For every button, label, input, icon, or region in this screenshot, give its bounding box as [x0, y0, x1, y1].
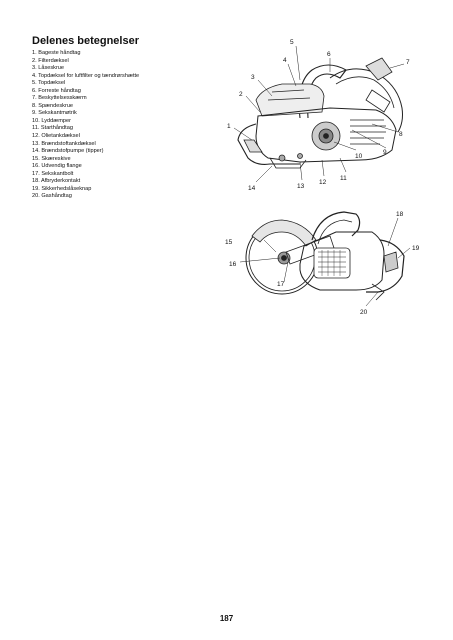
parts-list-item: 2. Filterdæksel — [32, 57, 69, 64]
callout-2: 2 — [239, 91, 243, 98]
callout-6: 6 — [327, 51, 331, 58]
callout-15: 15 — [225, 239, 233, 246]
callout-17: 17 — [277, 281, 285, 288]
cutter-top-illustration — [233, 45, 405, 183]
page-heading: Delenes betegnelser — [32, 35, 139, 47]
callout-4: 4 — [283, 57, 287, 64]
callout-12: 12 — [319, 179, 327, 186]
callout-labels: 1 2 3 4 5 6 7 8 9 10 11 12 13 14 15 16 1… — [225, 39, 420, 316]
parts-list-item: 12. Olietankdæksel — [32, 133, 80, 140]
callout-11: 11 — [340, 175, 347, 182]
callout-19: 19 — [412, 245, 420, 252]
callout-16: 16 — [229, 261, 237, 268]
parts-list-item: 4. Topdæksel for luftfilter og tændrørsh… — [32, 72, 140, 79]
parts-list-item: 11. Starthåndtag — [32, 125, 73, 132]
parts-list: 1. Bageste håndtag 2. Filterdæksel 3. Lå… — [32, 50, 232, 201]
page-number: 187 — [219, 614, 234, 623]
parts-list-item: 10. Lyddæmper — [32, 117, 71, 124]
parts-list-item: 16. Udvendig flange — [32, 163, 82, 170]
parts-list-item: 18. Afbryderkontakt — [32, 178, 81, 185]
callout-3: 3 — [251, 74, 255, 81]
callout-1: 1 — [227, 123, 231, 130]
callout-10: 10 — [355, 153, 363, 160]
parts-list-item: 8. Spændeskrue — [32, 102, 74, 109]
callout-7: 7 — [406, 59, 410, 66]
parts-list-item: 17. Sekskantbolt — [32, 170, 74, 177]
callout-18: 18 — [396, 211, 404, 218]
parts-list-item: 6. Forreste håndtag — [32, 87, 81, 94]
parts-list-item: 13. Brændstoftankdæksel — [32, 140, 96, 147]
callout-5: 5 — [290, 39, 294, 46]
cutter-bottom-illustration — [239, 211, 411, 307]
parts-list-item: 19. Sikkerhedslåseknap — [32, 185, 92, 192]
parts-list-item: 1. Bageste håndtag — [32, 50, 81, 56]
callout-20: 20 — [360, 309, 368, 316]
parts-list-item: 14. Brændstofpumpe (tipper) — [32, 148, 104, 155]
parts-list-item: 20. Gashåndtag — [32, 193, 72, 200]
parts-list-item: 7. Beskyttelsesskærm — [32, 95, 87, 102]
parts-list-item: 3. Låseskrue — [32, 65, 65, 72]
parts-list-item: 15. Skæreskive — [32, 155, 71, 162]
callout-9: 9 — [383, 149, 387, 156]
callout-14: 14 — [248, 185, 256, 192]
callout-8: 8 — [399, 131, 403, 138]
callout-13: 13 — [297, 183, 305, 190]
parts-list-item: 5. Topdæksel — [32, 80, 66, 87]
parts-list-item: 9. Sekskantmøtrik — [32, 110, 77, 117]
